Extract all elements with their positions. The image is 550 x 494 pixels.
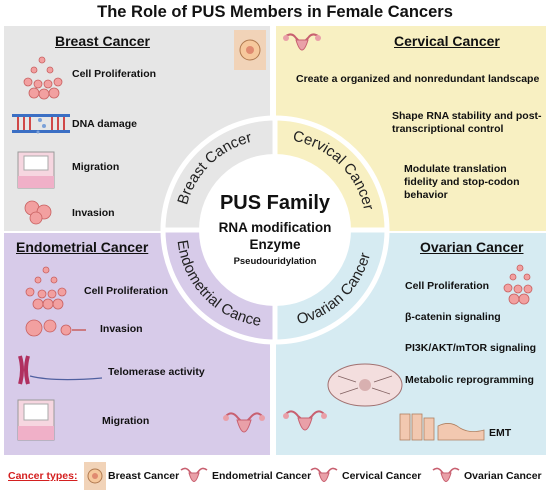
breast-item-invasion: Invasion bbox=[72, 207, 115, 219]
ovarian-item-emt: EMT bbox=[489, 427, 512, 439]
breast-quadrant-title: Breast Cancer bbox=[55, 33, 150, 49]
endometrial-cell-cluster-icon bbox=[25, 266, 67, 310]
legend-ovarian-icon bbox=[432, 467, 460, 482]
endometrial-quadrant-title: Endometrial Cancer bbox=[16, 239, 149, 255]
ovarian-item-cell-proliferation: Cell Proliferation bbox=[405, 280, 490, 292]
legend-ovarian: Ovarian Cancer bbox=[464, 470, 542, 482]
legend-endometrial: Endometrial Cancer bbox=[212, 470, 312, 482]
endometrial-item-telomerase: Telomerase activity bbox=[108, 366, 205, 378]
endometrial-item-migration: Migration bbox=[102, 415, 150, 427]
endometrial-item-invasion: Invasion bbox=[100, 323, 143, 335]
transwell-icon bbox=[17, 151, 55, 189]
cervical-item-landscape: Create a organized and nonredundant land… bbox=[296, 73, 540, 85]
metabolic-cell-icon bbox=[327, 363, 403, 407]
cervical-item-rna-stability: Shape RNA stability and post-transcripti… bbox=[392, 110, 542, 135]
endometrial-item-cell-proliferation: Cell Proliferation bbox=[84, 285, 169, 297]
ovarian-item-beta-catenin: β-catenin signaling bbox=[405, 311, 501, 323]
endometrial-invasion-icon bbox=[25, 319, 86, 337]
breast-icon bbox=[234, 30, 266, 70]
center-pseudouridylation: Pseudouridylation bbox=[233, 256, 317, 267]
breast-item-migration: Migration bbox=[72, 161, 120, 173]
cervical-quadrant-title: Cervical Cancer bbox=[394, 33, 500, 49]
invasion-cells-icon bbox=[24, 200, 52, 225]
legend-endometrial-icon bbox=[180, 467, 208, 482]
ovarian-cell-cluster-icon bbox=[503, 264, 533, 305]
endometrial-uterus-icon bbox=[223, 412, 265, 433]
endometrial-transwell-icon bbox=[17, 399, 55, 441]
cervical-item-translation-fidelity: Modulate translation fidelity and stop-c… bbox=[404, 163, 520, 201]
legend-title: Cancer types: bbox=[8, 470, 78, 482]
legend-breast-icon bbox=[84, 462, 106, 490]
cell-cluster-icon bbox=[23, 56, 63, 100]
dna-icon bbox=[12, 114, 70, 134]
center-enzyme: Enzyme bbox=[249, 237, 301, 252]
uterus-icon bbox=[283, 33, 321, 51]
ovarian-uterus-icon bbox=[283, 410, 327, 431]
legend-cervical: Cervical Cancer bbox=[342, 470, 422, 482]
legend: Cancer types: Breast Cancer Endometrial … bbox=[0, 460, 550, 494]
ovarian-item-pi3k-akt-mtor: PI3K/AKT/mTOR signaling bbox=[405, 342, 537, 354]
breast-item-dna-damage: DNA damage bbox=[72, 118, 137, 130]
center-family-label: PUS Family bbox=[219, 192, 331, 214]
ovarian-item-metabolic: Metabolic reprogramming bbox=[405, 374, 534, 386]
diagram-title: The Role of PUS Members in Female Cancer… bbox=[97, 3, 453, 21]
legend-breast: Breast Cancer bbox=[108, 470, 180, 482]
telomere-chromosome-icon bbox=[18, 355, 103, 385]
ovarian-quadrant-title: Ovarian Cancer bbox=[420, 239, 524, 255]
emt-cells-icon bbox=[399, 413, 485, 441]
legend-cervical-icon bbox=[310, 467, 338, 482]
breast-item-cell-proliferation: Cell Proliferation bbox=[72, 68, 157, 80]
center-rna-modification: RNA modification bbox=[218, 220, 332, 235]
